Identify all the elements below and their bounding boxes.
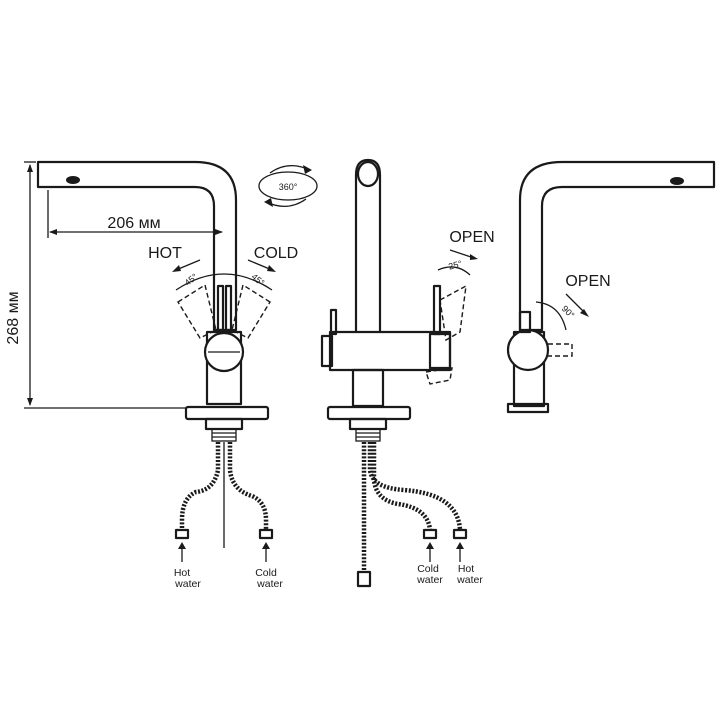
side-small-handle [329,308,338,336]
front-spout [36,160,238,332]
rotation-360-icon [258,165,318,207]
front-hot-handle-rotated [177,283,217,339]
hot-direction-icon [172,265,181,272]
front-hot-hose [179,442,221,530]
right-base [506,402,550,414]
height-dimension-label: 268 мм [5,291,22,344]
side-column [351,368,385,408]
side-cold-inlet-label-2: water [416,574,443,586]
front-cold-inlet-label-2: water [256,578,283,590]
side-cold-hose [371,442,433,531]
side-lever-open [439,284,467,342]
side-hot-inlet-label-1: Hot [458,563,474,575]
hot-label: HOT [148,245,182,262]
right-handle-hub [506,328,550,372]
front-aerator [66,176,80,184]
direction-arrows [172,249,589,317]
reach-dimension-label: 206 мм [107,215,160,232]
front-thread [211,428,237,442]
side-hot-arrow-icon [456,542,464,549]
side-base-plate [326,405,412,421]
right-lever [518,310,532,334]
side-spout [354,158,382,334]
front-cold-handle-rotated [231,283,271,339]
side-base-nut [348,417,388,431]
dimension-lines [24,161,223,409]
hot-angle-label: 45° [183,271,200,288]
front-base-plate [184,405,270,421]
right-open-arc [535,301,567,331]
front-hot-handle [216,284,225,332]
right-open-label: OPEN [565,273,610,290]
side-open-label: OPEN [449,229,494,246]
side-open-arc [437,266,471,276]
side-view [320,158,471,588]
side-lever [432,284,442,336]
side-cold-inlet-label-1: Cold [417,563,439,575]
side-open-direction-icon [470,254,478,260]
front-view [36,160,274,562]
cold-direction-icon [267,265,276,272]
side-cold-arrow-icon [426,542,434,549]
front-cold-connector [258,528,274,540]
front-hot-arrow-icon [178,542,186,549]
side-body [328,330,452,372]
side-hot-inlet-label-2: water [456,574,483,586]
front-swing-arc [175,273,273,291]
side-hot-connector [452,528,468,540]
right-view [506,160,716,414]
side-left-cap [320,334,334,368]
rotation-label: 360° [279,182,298,192]
front-cold-inlet-label-1: Cold [255,567,277,579]
side-hot-hose [367,442,463,531]
right-lever-open [548,343,573,357]
front-cold-arrow-icon [262,542,270,549]
side-cold-connector [422,528,438,540]
side-thread [355,428,381,442]
front-hot-connector [174,528,190,540]
side-open-angle-label: 25° [447,258,463,271]
front-cold-hose [227,442,269,530]
front-base-nut [204,417,244,431]
front-hot-inlet-label-1: Hot [174,567,190,579]
front-cold-handle [224,284,233,332]
right-aerator [670,177,684,185]
side-filter-connector [356,570,372,588]
cold-label: COLD [254,245,298,262]
front-hot-inlet-label-2: water [174,578,201,590]
right-open-direction-icon [580,309,589,317]
